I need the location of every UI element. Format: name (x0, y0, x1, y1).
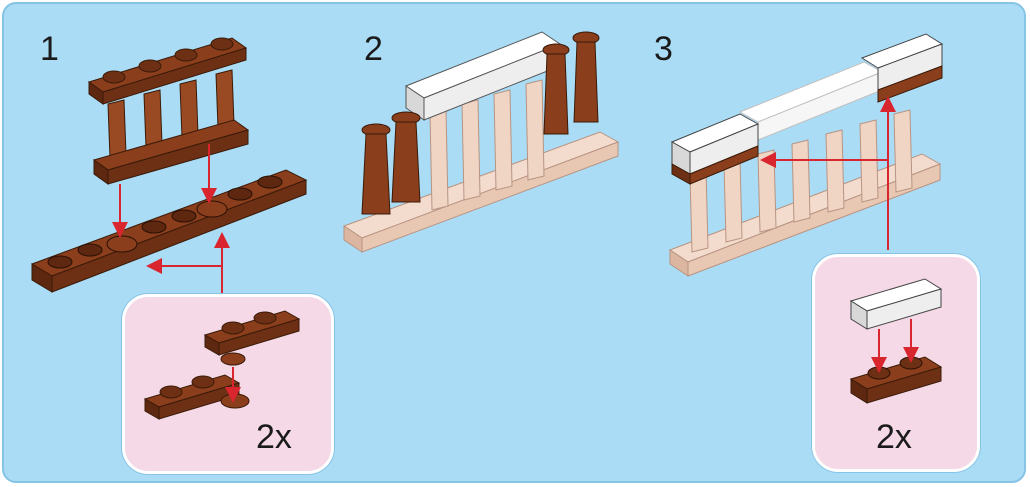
step2-fence-assembly (344, 32, 618, 252)
step1-quantity-label: 2x (256, 418, 292, 457)
step-number-1: 1 (40, 30, 59, 69)
step-number-2: 2 (364, 30, 383, 69)
step-number-3: 3 (654, 30, 673, 69)
step3-quantity-label: 2x (876, 418, 912, 457)
step1-subassembly-callout (122, 294, 334, 474)
step1-subassembly-illustration (125, 297, 331, 471)
step1-fence-assembly (32, 38, 306, 296)
step3-fence-assembly (670, 34, 942, 276)
